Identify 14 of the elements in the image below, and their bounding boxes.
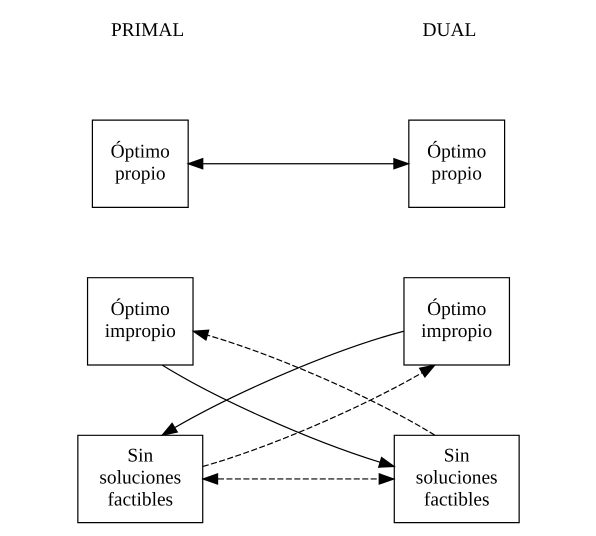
node-box: Óptimo propio	[408, 119, 505, 208]
label: PRIMAL	[110, 20, 184, 42]
arrow	[191, 330, 435, 436]
node-box: Óptimo propio	[91, 119, 188, 208]
arrow	[161, 364, 396, 468]
node-box: Óptimo impropio	[86, 277, 194, 366]
arrow	[202, 364, 436, 468]
label: DUAL	[422, 20, 476, 42]
arrow	[186, 158, 410, 170]
node-box: Sin soluciones factibles	[76, 434, 203, 524]
arrow	[200, 473, 396, 485]
arrow	[160, 330, 404, 436]
node-box: Óptimo impropio	[402, 277, 510, 366]
node-box: Sin soluciones factibles	[393, 434, 520, 524]
